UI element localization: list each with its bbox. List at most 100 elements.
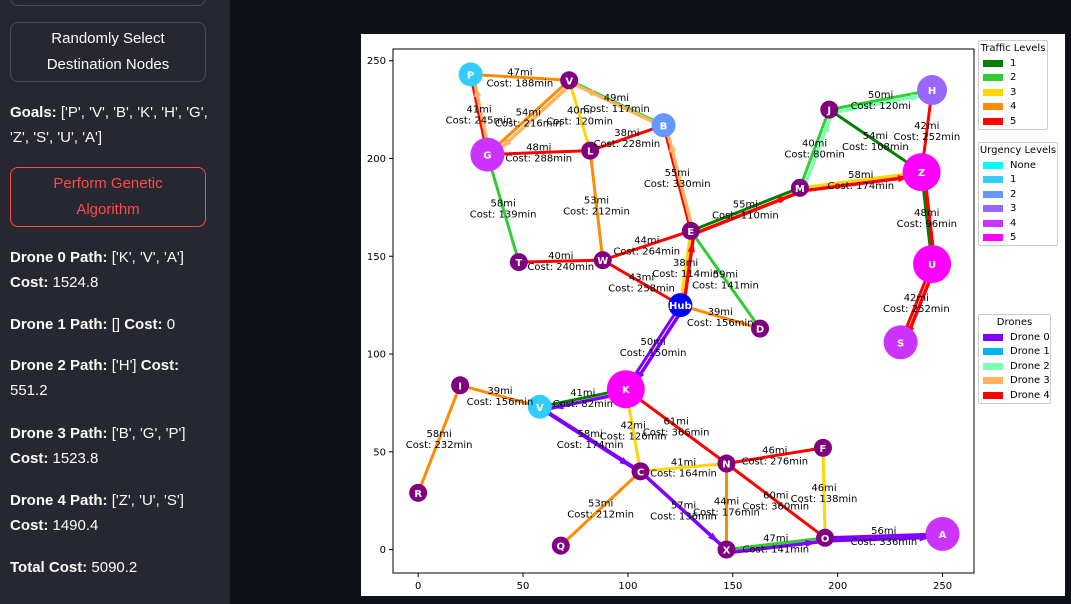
edge-cost-label: Cost: 156min — [467, 397, 534, 408]
edge-F-O — [821, 446, 827, 540]
traffic-legend-swatch — [983, 103, 1003, 111]
node-D — [751, 319, 770, 338]
goals-text: Goals: ['P', 'V', 'B', 'K', 'H', 'G', 'Z… — [10, 100, 210, 150]
goals-label: Goals: — [10, 104, 57, 121]
drone-1-path-label: Path: — [70, 316, 108, 333]
edge-G-L — [485, 149, 592, 157]
edge-cost-label: Cost: 120mi — [850, 101, 910, 112]
traffic-legend-title: Traffic Levels — [980, 43, 1046, 54]
edge-I-V2 — [458, 383, 542, 409]
edge-M-Z — [798, 170, 924, 190]
edge-distance-label: 58mi — [490, 198, 515, 209]
node-H — [917, 75, 948, 106]
node-C — [631, 462, 650, 481]
traffic-legend-label: 1 — [1010, 57, 1017, 69]
edge-X-O — [724, 536, 827, 552]
edge-cost-label: Cost: 174min — [557, 440, 624, 451]
traffic-legend-label: 5 — [1010, 115, 1017, 127]
node-label: P — [467, 70, 474, 81]
edge-distance-label: 55mi — [733, 199, 758, 210]
node-B — [651, 113, 676, 138]
node-label: E — [687, 227, 694, 238]
node-label: D — [756, 325, 764, 336]
traffic-legend-item: 1 — [979, 56, 1047, 71]
edge-cost-label: Cost: 240min — [527, 262, 594, 273]
goals-value: ['P', 'V', 'B', 'K', 'H', 'G', 'Z', 'S',… — [10, 104, 208, 146]
traffic-legend-label: 4 — [1010, 101, 1017, 113]
random-select-button[interactable]: Randomly Select Destination Nodes — [10, 22, 206, 82]
urgency-legend-swatch — [983, 234, 1003, 242]
edge-W-Hub — [601, 258, 682, 307]
edge-N-F — [724, 446, 825, 466]
node-label: H — [928, 86, 936, 97]
drone-3-cost: 1523.8 — [52, 450, 99, 467]
edge-cost-label: Cost: 276min — [741, 457, 808, 468]
traffic-legend-item: 2 — [979, 71, 1047, 86]
edge-C-N — [639, 462, 728, 473]
edge-distance-label: 49mi — [604, 93, 629, 104]
genetic-algorithm-button[interactable]: Perform Genetic Algorithm — [10, 167, 206, 227]
edge-distance-label: 46mi — [811, 483, 836, 494]
sidebar: Randomly Select Destination Nodes Goals:… — [0, 0, 230, 604]
x-tick-label: 250 — [933, 581, 952, 592]
edge-cost-label: Cost: 232min — [406, 440, 473, 451]
drone-legend-label: Drone 3 — [1010, 375, 1050, 387]
node-label: B — [660, 121, 668, 132]
node-K — [606, 370, 645, 409]
edge-cost-label: Cost: 156min — [687, 318, 754, 329]
drone-1-path: [] — [111, 316, 121, 333]
edge-cost-label: Cost: 138min — [791, 494, 858, 505]
urgency-legend-item: 3 — [979, 202, 1057, 217]
edge-cost-label: Cost: 174min — [827, 181, 894, 192]
drone-3-route-arrow — [583, 88, 596, 97]
edge-T-W — [517, 258, 605, 264]
edge-distance-label: 47mi — [507, 67, 532, 78]
drone-legend-label: Drone 4 — [1010, 389, 1050, 401]
urgency-legend-title: Urgency Levels — [979, 145, 1057, 156]
edge-distance-label: 59mi — [713, 270, 738, 281]
y-tick-label: 200 — [367, 154, 386, 165]
edge-cost-label: Cost: 258min — [608, 284, 675, 295]
urgency-legend-label: None — [1010, 159, 1037, 171]
node-label: Hub — [669, 301, 692, 312]
top-button-partial[interactable] — [10, 0, 206, 6]
edge-cost-label: Cost: 150min — [620, 348, 687, 359]
edge-cost-label: Cost: 141min — [692, 281, 759, 292]
node-label: W — [597, 256, 608, 267]
node-W — [593, 251, 612, 270]
drone-0-route-arrow — [708, 532, 719, 543]
edge-distance-label: 40mi — [567, 105, 592, 116]
edge-G-V — [485, 78, 571, 157]
urgency-legend-label: 4 — [1010, 217, 1017, 229]
edge-distance-label: 53mi — [588, 498, 613, 509]
traffic-legend-label: 2 — [1010, 72, 1017, 84]
edge-distance-label: 39mi — [708, 307, 733, 318]
edge-distance-label: 48mi — [526, 143, 551, 154]
node-label: U — [928, 260, 936, 271]
urgency-legend-swatch — [983, 161, 1003, 169]
node-label: T — [515, 258, 522, 269]
edge-distance-label: 50mi — [640, 337, 665, 348]
node-G — [470, 137, 505, 172]
drones-legend-title: Drones — [996, 317, 1033, 328]
node-label: Q — [557, 542, 566, 553]
total-cost-label: Total Cost: — [10, 559, 88, 576]
random-select-button-label: Randomly Select Destination Nodes — [46, 30, 170, 73]
edge-cost-label: Cost: 212min — [563, 206, 630, 217]
edge-cost-label: Cost: 245min — [446, 116, 513, 127]
node-label: L — [587, 147, 594, 158]
y-tick-label: 150 — [367, 252, 386, 263]
urgency-legend-item: 4 — [979, 216, 1057, 231]
drone-1-result: Drone 1 Path: [] Cost: 0 — [10, 312, 210, 337]
edge-cost-label: Cost: 136min — [650, 511, 717, 522]
drone-2-path: ['H'] — [111, 357, 137, 374]
x-tick-label: 50 — [517, 581, 530, 592]
node-label: K — [622, 385, 631, 396]
edge-distance-label: 43mi — [629, 273, 654, 284]
node-Q — [551, 536, 570, 555]
drone-legend-swatch — [983, 391, 1003, 399]
drone-legend-swatch — [983, 362, 1003, 370]
drone-2-cost: 551.2 — [10, 382, 48, 399]
